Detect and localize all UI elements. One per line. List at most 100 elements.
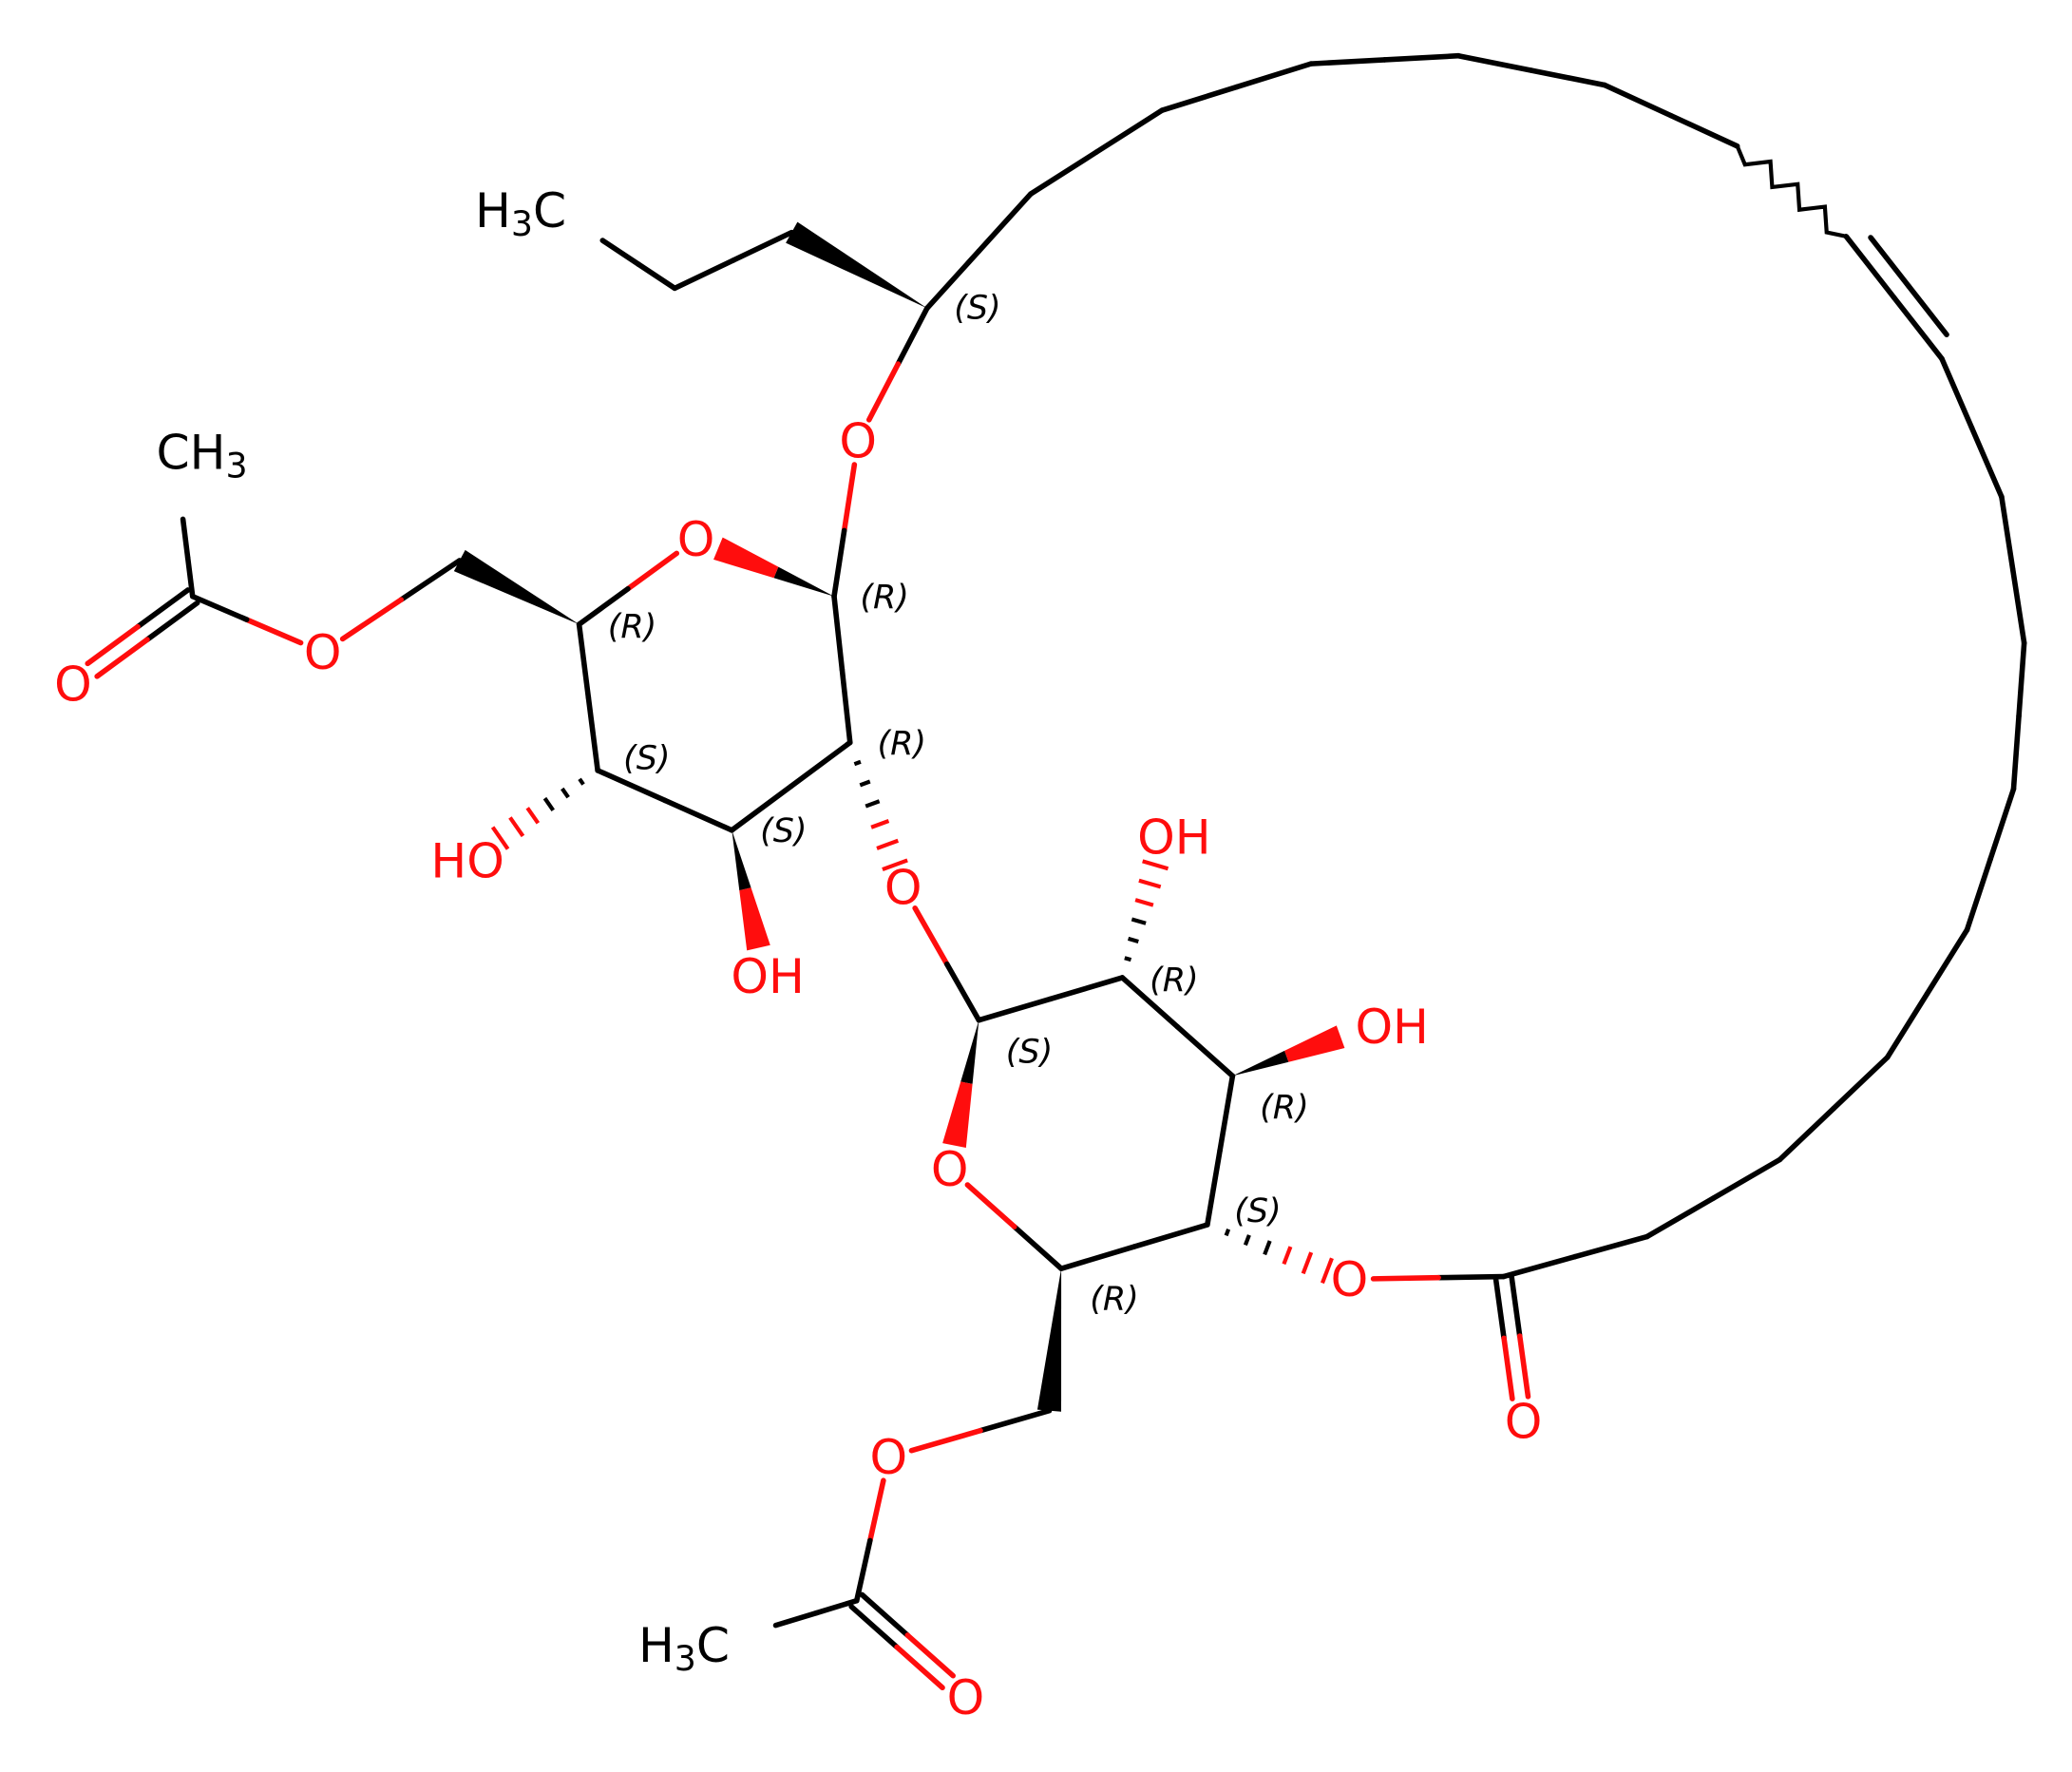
bond	[1987, 786, 2017, 863]
bond	[184, 555, 196, 600]
bond	[2009, 566, 2027, 646]
hash-bond	[1131, 917, 1147, 925]
hash-bond	[1124, 956, 1132, 962]
stereo-label: (R)	[878, 725, 927, 763]
wavy-bond	[1735, 144, 1847, 238]
stereo-label: (R)	[1260, 1089, 1309, 1127]
wedge-bond	[1036, 1268, 1062, 1412]
stereo-label: (S)	[1006, 1033, 1053, 1071]
bond	[144, 600, 200, 642]
bond	[1048, 975, 1126, 1002]
bond	[1174, 1023, 1236, 1079]
wedge-bond	[960, 1019, 979, 1084]
bond	[772, 1610, 819, 1629]
hash-bond	[1243, 1234, 1251, 1247]
hash-bond	[1224, 1229, 1231, 1237]
bond	[813, 1597, 860, 1616]
bond	[841, 462, 858, 534]
hash-bond	[870, 819, 890, 829]
wedge-bond	[942, 1081, 973, 1149]
bond	[865, 361, 902, 423]
bond	[904, 1632, 956, 1679]
bond	[180, 516, 191, 561]
bond	[1516, 1333, 1531, 1400]
hash-bond	[1142, 859, 1169, 871]
bond	[895, 305, 930, 367]
hash-bond	[876, 838, 900, 850]
wedge-bond	[453, 549, 580, 625]
bond	[831, 527, 847, 600]
hydroxyl-label: OH	[1355, 999, 1428, 1055]
bond	[1968, 425, 2005, 500]
oxygen-label: O	[884, 859, 922, 915]
bond	[1939, 355, 1975, 430]
hash-bond	[490, 826, 510, 850]
bond	[1843, 234, 1897, 300]
bond	[2010, 713, 2022, 792]
bond	[859, 1591, 911, 1638]
bond	[964, 1182, 1017, 1229]
bond	[1370, 1274, 1441, 1282]
stereo-label: (R)	[1150, 962, 1199, 1000]
hash-bond	[1263, 1240, 1272, 1256]
bond	[1308, 57, 1388, 67]
bond	[576, 585, 631, 627]
bond	[2016, 639, 2027, 719]
bond	[595, 768, 668, 804]
atom-labels: H3C CH3 H3C O O O O HO OH O OH OH O O O …	[54, 181, 1542, 1725]
wedge-bond	[786, 221, 927, 309]
bond	[831, 593, 846, 673]
bond	[1906, 283, 1949, 337]
bond	[1710, 1156, 1783, 1201]
bond	[839, 666, 853, 746]
hash-bond	[578, 777, 585, 786]
bond	[1868, 235, 1911, 289]
bond	[1777, 1105, 1836, 1163]
hash-bond	[853, 759, 862, 767]
bond	[1093, 107, 1166, 155]
hash-bond	[1134, 898, 1154, 907]
bond	[94, 637, 150, 679]
hash-bond	[1301, 1251, 1314, 1275]
oxygen-label: O	[931, 1141, 969, 1197]
hydroxyl-label: OH	[1137, 809, 1210, 865]
bond	[1205, 1147, 1223, 1228]
bond	[636, 261, 678, 292]
bond	[585, 695, 600, 773]
bond	[1667, 112, 1740, 149]
wedge-bond	[739, 887, 770, 951]
bond	[924, 248, 982, 312]
bond	[1455, 52, 1534, 73]
bond	[853, 1537, 873, 1604]
bond	[1501, 1335, 1515, 1401]
stereo-descriptors: (S) (R) (R) (S) (R) (S) (R) (S) (R) (S) …	[608, 289, 1309, 1318]
bond	[339, 597, 404, 642]
bond	[1884, 990, 1930, 1060]
bond	[1644, 1195, 1717, 1240]
hash-bond	[1138, 878, 1162, 889]
bond	[1602, 82, 1674, 119]
bond	[135, 587, 191, 630]
bond	[1500, 1253, 1578, 1280]
bond	[867, 1477, 886, 1544]
hash-bond	[508, 816, 525, 838]
methyl-label-top: H3C	[475, 181, 566, 243]
bond	[1964, 856, 1993, 933]
bond	[894, 1644, 945, 1691]
stereo-label: (S)	[954, 289, 1000, 327]
bond	[1492, 1274, 1507, 1342]
methyl-label-acetyl2: H3C	[638, 1616, 730, 1678]
hash-bond	[542, 796, 555, 811]
bond	[1509, 1272, 1523, 1339]
bond	[978, 1407, 1053, 1434]
hash-bond	[865, 799, 881, 809]
oxygen-label: O	[1331, 1251, 1369, 1307]
bond	[189, 593, 250, 622]
bond	[976, 191, 1034, 255]
bond	[398, 558, 463, 603]
wedge-bond	[1284, 1025, 1345, 1062]
bond	[576, 621, 592, 700]
bond	[599, 238, 642, 268]
hash-bond	[1120, 975, 1125, 981]
